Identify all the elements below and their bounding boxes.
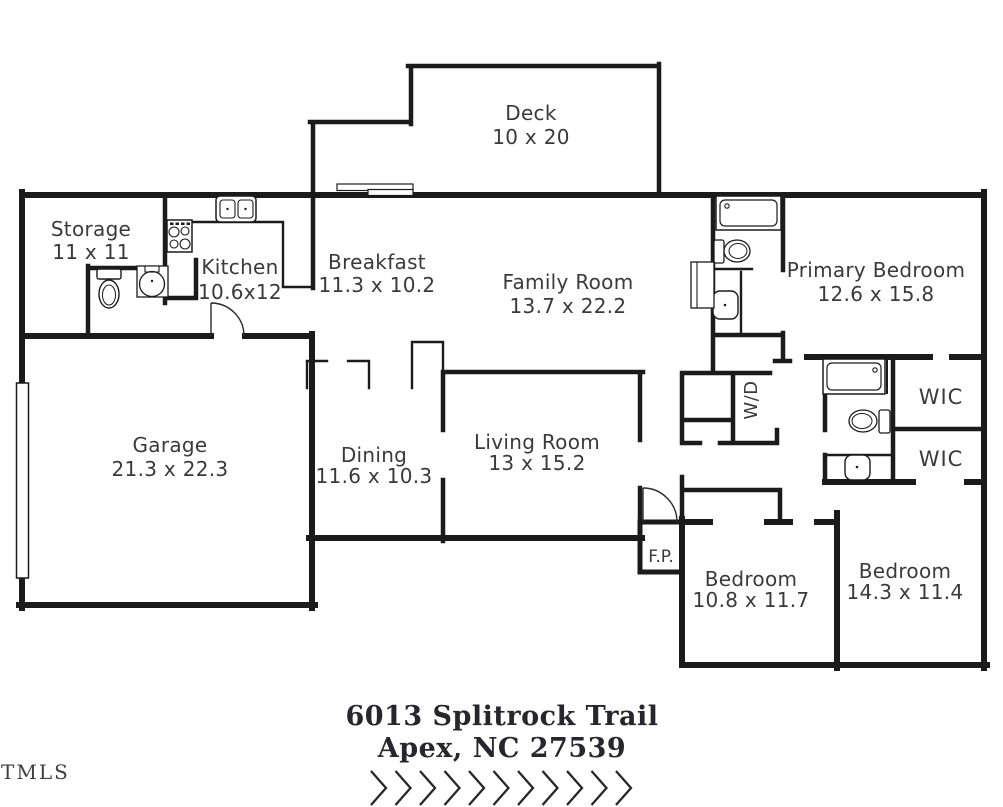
kitchen-sink-icon: [215, 195, 257, 223]
room-labels: Deck 10 x 20 Storage 11 x 11 Kitchen 10.…: [51, 101, 965, 612]
chevron-icon: [541, 770, 560, 806]
chevron-icon: [394, 770, 413, 806]
chevron-icon: [517, 770, 535, 806]
room-label-bedroom-1: Bedroom: [705, 567, 798, 591]
chevron-icon: [443, 770, 462, 806]
room-dims-bedroom-2: 14.3 x 11.4: [847, 580, 964, 604]
stove-icon: [166, 219, 193, 253]
room-label-dining: Dining: [341, 443, 407, 467]
wic-upper-label: WIC: [919, 385, 964, 409]
chevron-row: [370, 770, 633, 806]
toilet-icon: [96, 268, 122, 309]
room-dims-family-room: 13.7 x 22.2: [510, 294, 627, 318]
room-label-deck: Deck: [505, 101, 557, 125]
room-dims-garage: 21.3 x 22.3: [112, 457, 229, 481]
room-dims-dining: 11.6 x 10.3: [316, 464, 433, 488]
washer-dryer-label: W/D: [741, 380, 762, 419]
footer: 6013 Splitrock Trail Apex, NC 27539 TMLS: [1, 701, 658, 806]
bathtub-icon: [822, 358, 888, 395]
garage-door: [15, 382, 30, 579]
sink-icon: [712, 290, 739, 320]
bathtub-icon: [715, 195, 782, 231]
deck-walls: [307, 61, 662, 195]
toilet-icon: [848, 409, 891, 434]
room-dims-bedroom-1: 10.8 x 11.7: [693, 588, 810, 612]
room-dims-primary-bedroom: 12.6 x 15.8: [818, 282, 935, 306]
toilet-icon: [713, 239, 751, 264]
room-label-bedroom-2: Bedroom: [859, 559, 952, 583]
room-label-storage: Storage: [51, 217, 131, 241]
hallway-door-arc-icon: [642, 487, 678, 523]
room-label-garage: Garage: [132, 433, 207, 457]
room-label-primary-bedroom: Primary Bedroom: [787, 258, 966, 282]
room-label-living-room: Living Room: [474, 430, 600, 454]
sliding-glass-door-panel: [367, 188, 414, 197]
chevron-icon: [370, 770, 388, 806]
sink-icon: [136, 265, 169, 298]
fixtures: [96, 195, 891, 481]
chevron-icon: [468, 770, 486, 806]
address-line-1: 6013 Splitrock Trail: [345, 701, 658, 732]
room-dims-storage: 11 x 11: [52, 240, 130, 264]
chevron-icon: [566, 770, 584, 806]
chevron-icon: [419, 770, 437, 806]
builtin-niche: [690, 261, 715, 309]
kitchen-door-arc-icon: [210, 302, 245, 337]
room-dims-deck: 10 x 20: [492, 125, 570, 149]
room-dims-breakfast: 11.3 x 10.2: [319, 273, 436, 297]
chevron-icon: [590, 770, 609, 806]
chevron-icon: [615, 770, 633, 806]
room-label-kitchen: Kitchen: [201, 255, 278, 279]
room-dims-living-room: 13 x 15.2: [488, 451, 585, 475]
chevron-icon: [492, 770, 511, 806]
fireplace-box: [637, 519, 685, 575]
mls-watermark: TMLS: [1, 760, 70, 784]
interior-walls: [85, 192, 987, 544]
doors: [15, 183, 678, 579]
room-dims-kitchen: 10.6x12: [198, 280, 282, 304]
sink-icon: [844, 454, 871, 481]
room-label-family-room: Family Room: [503, 270, 634, 294]
room-label-breakfast: Breakfast: [328, 250, 426, 274]
address-line-2: Apex, NC 27539: [377, 733, 626, 764]
fireplace-label: F.P.: [648, 547, 673, 567]
wic-lower-label: WIC: [919, 447, 964, 471]
